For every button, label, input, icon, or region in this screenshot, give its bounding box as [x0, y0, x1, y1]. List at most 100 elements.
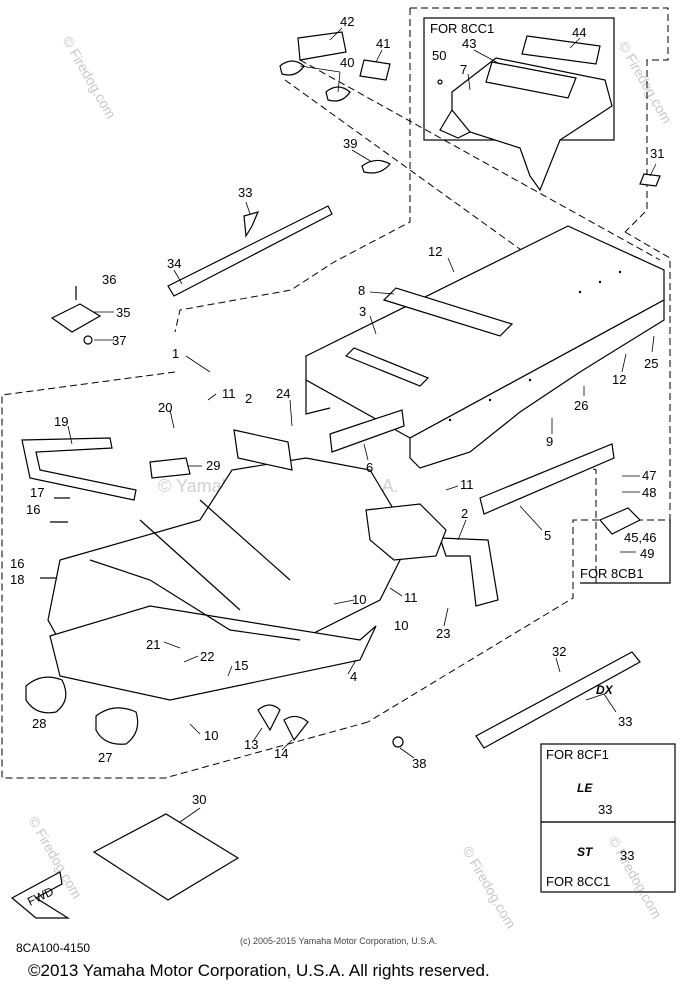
bumper-front	[365, 503, 447, 561]
box-8cb1-label: FOR 8CB1	[580, 566, 644, 581]
stripe-32	[475, 651, 641, 749]
callout-35: 35	[116, 305, 130, 320]
leader-31	[649, 163, 657, 177]
emblem-31	[639, 173, 661, 187]
callout-25: 25	[644, 356, 658, 371]
callout-49: 49	[640, 546, 654, 561]
leader-40	[299, 65, 341, 93]
decal-le: LE	[577, 781, 593, 795]
leader-38	[399, 747, 415, 759]
box-8cf1-label: FOR 8CF1	[546, 747, 609, 762]
box-8cc1-label: FOR 8CC1	[430, 21, 494, 36]
pad-39	[361, 159, 391, 174]
callout-labels: 42 41 40 39 33 34 36 35 37 1 12 8 3 25 1…	[10, 14, 664, 863]
handle-2-right	[439, 537, 499, 607]
emblem-33-top	[243, 211, 260, 238]
watermark-top-left: © Firedog.com	[59, 34, 119, 122]
cap-38	[392, 736, 404, 748]
leader-10b	[333, 599, 355, 605]
watermark-bottom-middle: © Firedog.com	[459, 844, 519, 932]
callout-15: 15	[234, 658, 248, 673]
copyright-line: ©2013 Yamaha Motor Corporation, U.S.A. A…	[28, 961, 490, 980]
callout-4: 4	[350, 669, 357, 684]
callout-10-b: 10	[352, 592, 366, 607]
frame-side-panel	[409, 298, 665, 469]
seat-pad-44	[521, 35, 601, 65]
seat-rail-8	[382, 287, 514, 337]
callout-23: 23	[436, 626, 450, 641]
callout-29: 29	[206, 458, 220, 473]
lower-parts: FWD	[10, 651, 641, 919]
callout-13: 13	[244, 737, 258, 752]
bracket-13	[257, 704, 281, 732]
callout-28: 28	[32, 716, 46, 731]
callout-40: 40	[340, 55, 354, 70]
grommet-50	[437, 79, 443, 85]
callout-12-top: 12	[428, 244, 442, 259]
callout-18: 18	[10, 572, 24, 587]
rail-5	[479, 443, 615, 515]
frame-hole-5	[488, 398, 492, 402]
callout-12-right: 12	[612, 372, 626, 387]
seat-cover-front	[439, 109, 471, 139]
leader-lines	[67, 27, 657, 823]
fwd-arrow	[10, 871, 71, 919]
leader-43	[473, 49, 501, 65]
decal-boxes: FOR 8CF1 LE FOR 8CC1 ST DX FOR 8CB1	[540, 520, 676, 893]
callout-2-b: 2	[461, 506, 468, 521]
leader-6	[363, 443, 369, 461]
leader-23	[443, 607, 449, 627]
leader-42	[329, 27, 343, 41]
leader-21	[163, 641, 181, 649]
callout-11-c: 11	[404, 590, 418, 605]
callout-33-le: 33	[598, 802, 612, 817]
callout-8: 8	[358, 283, 365, 298]
decal-st: ST	[577, 845, 594, 859]
small-copyright: (c) 2005-2015 Yamaha Motor Corporation, …	[240, 936, 437, 946]
frame-tunnel-edge	[305, 380, 331, 415]
watermark-top-right: © Firedog.com	[615, 39, 675, 127]
upper-link-dashed	[284, 59, 661, 261]
callout-33-st: 33	[620, 848, 634, 863]
callout-21: 21	[146, 637, 160, 652]
leader-15	[227, 665, 233, 677]
callout-27: 27	[98, 750, 112, 765]
callout-42: 42	[340, 14, 354, 29]
callout-38: 38	[412, 756, 426, 771]
callout-16-a: 16	[26, 502, 40, 517]
dashed-group-lines	[1, 7, 671, 779]
chassis-brace	[139, 499, 291, 611]
callout-43: 43	[462, 36, 476, 51]
box-for-8cc1-top: FOR 8CC1	[423, 17, 615, 192]
plate-45-46	[599, 507, 642, 535]
callout-33-top: 33	[238, 185, 252, 200]
leader-19	[67, 425, 73, 445]
right-dashed-outline	[367, 231, 671, 723]
callout-1: 1	[172, 346, 179, 361]
callout-24: 24	[276, 386, 290, 401]
callout-3: 3	[359, 304, 366, 319]
callout-5: 5	[544, 528, 551, 543]
stripe-34	[167, 205, 333, 297]
pad-40-b	[325, 86, 351, 102]
handlebar-19	[21, 437, 137, 501]
leader-41	[375, 49, 383, 63]
frame-hole-6	[528, 378, 532, 382]
callout-11-b: 11	[460, 477, 474, 492]
leader-5	[519, 505, 543, 531]
leader-7	[467, 73, 471, 91]
frame-hole-3	[618, 270, 622, 274]
callout-41: 41	[376, 36, 390, 51]
leader-11a	[207, 393, 217, 401]
cover-28	[25, 676, 67, 714]
callout-14: 14	[274, 746, 288, 761]
callout-44: 44	[572, 25, 586, 40]
seat-cover-grille-43	[485, 61, 577, 99]
bracket-29	[149, 457, 191, 479]
callout-11-a: 11	[222, 386, 236, 401]
box-8cc1-bottom-label: FOR 8CC1	[546, 874, 610, 889]
leader-34	[173, 269, 183, 285]
callout-6: 6	[366, 460, 373, 475]
skid-plate-4	[49, 605, 377, 701]
